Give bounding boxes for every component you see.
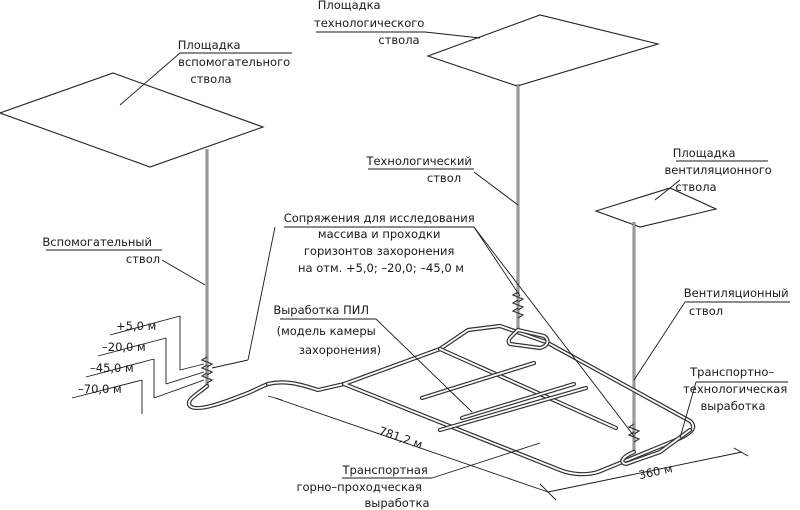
dim-width-label: 360 м — [637, 461, 673, 482]
transport-mine-label: Транспортная горно–проходческая выработк… — [296, 463, 431, 510]
underground-workings — [186, 323, 696, 477]
level-markers — [71, 315, 205, 414]
tech-pad-label: Площадка технологического ствола — [314, 0, 428, 47]
level-minus20-label: –20,0 м — [102, 340, 146, 354]
aux-shaft-label: Вспомогательный ствол — [42, 235, 160, 266]
aux-shaft-junctions — [200, 356, 214, 384]
vent-shaft-pad — [594, 187, 718, 228]
vent-shaft-label: Вентиляционный ствол — [684, 286, 793, 318]
aux-pad-label: Площадка вспомогательного ствола — [178, 38, 294, 86]
dim-length-label: 781,2 м — [377, 424, 424, 452]
transport-tech-label: Транспортно– технологическая выработка — [683, 365, 791, 413]
pil-label: Выработка ПИЛ (модель камеры захоронения… — [273, 303, 381, 357]
dimension-lines — [267, 395, 749, 501]
level-minus70-label: –70,0 м — [78, 382, 122, 396]
level-plus5-label: +5,0 м — [116, 319, 156, 333]
tech-shaft-label: Технологический ствол — [365, 154, 475, 185]
tech-shaft-pad — [426, 14, 661, 87]
level-minus45-label: –45,0 м — [90, 361, 134, 375]
junctions-label: Сопряжения для исследования массива и пр… — [284, 211, 479, 275]
vent-shaft-junctions — [627, 423, 641, 443]
vent-pad-label: Площадка вентиляционного ствола — [665, 146, 776, 194]
leader-lines — [119, 31, 697, 479]
aux-shaft-pad — [0, 72, 265, 168]
tech-shaft-junctions — [511, 291, 525, 319]
